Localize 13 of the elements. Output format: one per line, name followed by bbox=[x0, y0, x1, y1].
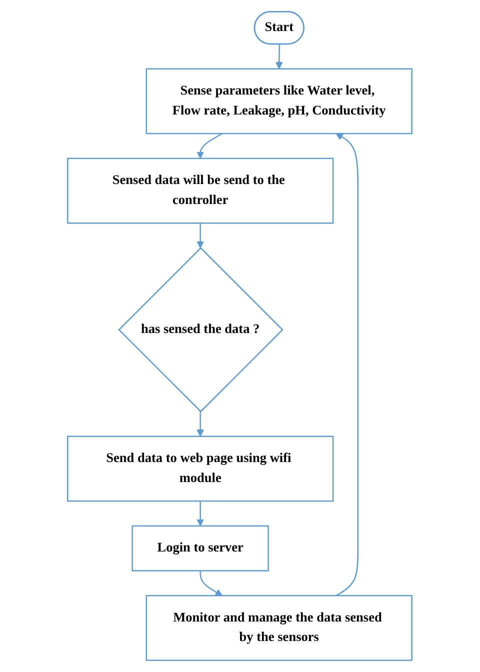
arrow bbox=[200, 570, 223, 596]
arrow bbox=[196, 133, 223, 159]
arrow bbox=[196, 501, 204, 526]
arrow bbox=[276, 44, 284, 70]
node-box: Sensed data will be send to the controller bbox=[67, 158, 334, 224]
arrow bbox=[196, 223, 204, 248]
arrow bbox=[336, 133, 359, 596]
node-box: Send data to web page using wifi module bbox=[67, 436, 334, 502]
node-box: Sense parameters like Water level, Flow rate, Leakage, pH, Conductivity bbox=[146, 68, 413, 134]
arrow bbox=[196, 412, 204, 437]
node-diamond: has sensed the data ? bbox=[118, 247, 284, 412]
node-box: Monitor and manage the data sensed by the sensors bbox=[146, 595, 413, 661]
node-box: Login to server bbox=[132, 525, 270, 572]
